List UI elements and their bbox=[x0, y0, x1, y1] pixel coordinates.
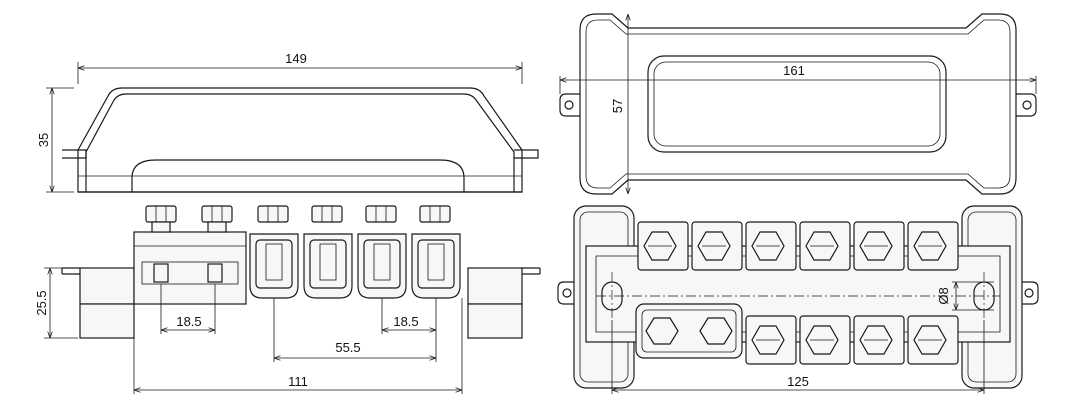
dim-label-clamp-span: 55.5 bbox=[335, 340, 360, 355]
dim-label-top-length: 161 bbox=[783, 63, 805, 78]
dim-label-side-width: 149 bbox=[285, 51, 307, 66]
base-block-left bbox=[79, 267, 135, 305]
hex-nut bbox=[745, 315, 797, 365]
dim-label-top-width: 57 bbox=[610, 99, 625, 113]
hex-nut bbox=[907, 315, 959, 365]
dim-label-side-height: 35 bbox=[36, 133, 51, 147]
dim-label-hole: Ø8 bbox=[936, 287, 951, 304]
bolt-2 bbox=[201, 205, 233, 233]
cover-foot-left bbox=[62, 149, 87, 159]
bottom-view: Ø8 125 bbox=[557, 205, 1039, 394]
base-block-right bbox=[467, 267, 523, 305]
bolt-1 bbox=[145, 205, 177, 233]
cover-arch bbox=[131, 159, 465, 192]
cover-foot-right bbox=[514, 149, 539, 159]
nut-row-top bbox=[637, 221, 959, 271]
mount-lug-top-left bbox=[559, 93, 580, 117]
hex-nut bbox=[637, 221, 689, 271]
dim-label-pitch-right: 18.5 bbox=[393, 314, 418, 329]
dim-label-front-height: 25.5 bbox=[34, 290, 49, 315]
mount-lug-bottom-left bbox=[557, 281, 574, 305]
cover-top-window bbox=[647, 55, 947, 153]
dim-label-pitch-left: 18.5 bbox=[176, 314, 201, 329]
front-view: 25.5 18.5 18.5 55.5 111 bbox=[34, 205, 541, 394]
cover-top-outline bbox=[579, 13, 1017, 195]
dim-label-bottom-length: 125 bbox=[787, 374, 809, 389]
mount-lug-top-right bbox=[1016, 93, 1037, 117]
hex-nut bbox=[799, 221, 851, 271]
hex-nut bbox=[853, 221, 905, 271]
hex-nut bbox=[853, 315, 905, 365]
single-clamp-1 bbox=[249, 205, 299, 299]
mount-lug-bottom-right bbox=[1022, 281, 1039, 305]
single-clamp-4 bbox=[411, 205, 461, 299]
single-clamp-3 bbox=[357, 205, 407, 299]
top-view: 161 57 bbox=[559, 13, 1037, 195]
nut-row-bottom bbox=[745, 315, 959, 365]
double-clamp-body bbox=[133, 231, 247, 305]
side-view: 149 35 bbox=[36, 51, 539, 193]
hex-nut bbox=[745, 221, 797, 271]
hex-nut bbox=[691, 221, 743, 271]
cover-profile-outer bbox=[77, 87, 523, 193]
hex-nut bbox=[799, 315, 851, 365]
cover-profile-inner bbox=[85, 93, 515, 192]
double-clamp-plan bbox=[635, 303, 743, 359]
hex-nut bbox=[907, 221, 959, 271]
dim-label-front-width: 111 bbox=[288, 374, 308, 389]
single-clamp-2 bbox=[303, 205, 353, 299]
